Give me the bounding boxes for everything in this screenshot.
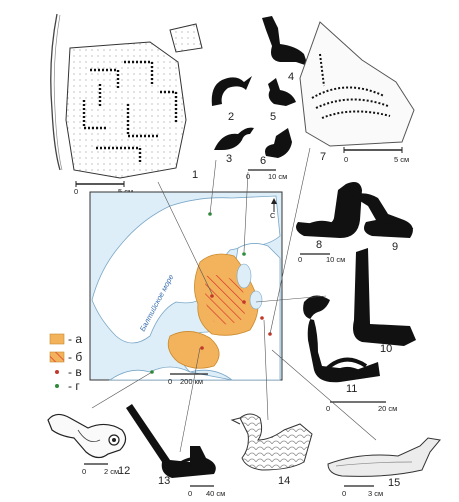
legend-a: - а [68,332,82,346]
vessel-profile [50,13,61,171]
scale-end-7: 5 см [394,155,409,164]
scale-end-15: 3 см [368,489,383,498]
label-5: 5 [270,111,276,123]
area-a-south [167,331,220,369]
legend-dot-v [55,370,59,374]
label-12: 12 [118,465,130,477]
map: Балтийское море С 0 200 км [89,191,283,386]
scale-end-11: 20 см [378,404,397,413]
artifact-5: 5 [268,78,296,123]
label-14: 14 [278,475,290,487]
artifact-11: 11 0 20 см [303,295,397,413]
label-1: 1 [192,169,198,181]
scale-end-6: 10 см [268,172,287,181]
legend-dot-g [55,384,59,388]
label-13: 13 [158,475,170,487]
scale-start-11: 0 [326,404,330,413]
scale-start-15: 0 [342,489,346,498]
label-10: 10 [380,343,392,355]
artifact-2: 2 [211,76,252,123]
label-2: 2 [228,111,234,123]
artifact-3: 3 [214,127,254,165]
scale-end-12: 2 см [104,467,119,476]
artifact-8: 0 10 см 8 [296,182,362,264]
legend-g: - г [68,379,80,393]
legend: - а - б - в - г [49,332,82,393]
scale-start-13: 0 [188,489,192,498]
label-11: 11 [346,383,357,395]
north-label: С [270,211,276,220]
legend-swatch-a [49,333,65,345]
artifact-9: 9 [352,193,414,253]
label-7: 7 [320,151,326,163]
scale-start-12: 0 [82,467,86,476]
legend-b: - б [68,350,82,364]
vessel-profile-inner [53,14,63,171]
leader-lines [91,147,377,453]
artifact-13: 0 40 см 13 [126,404,225,498]
artifact-12: 0 2 см 12 [47,413,130,477]
scale-end-8: 10 см [326,255,345,264]
scale-start-7: 0 [344,155,348,164]
label-8: 8 [316,239,322,251]
label-9: 9 [392,241,398,253]
area-b [205,275,246,325]
label-15: 15 [388,477,400,489]
sherd-small [169,23,203,53]
legend-v: - в [68,365,82,379]
label-6: 6 [260,155,266,167]
artifact-14: 14 [230,413,313,487]
artifact-1: 0 5 см 1 [50,13,203,196]
map-scale-end: 200 км [180,377,203,386]
label-3: 3 [226,153,232,165]
scale-start-8: 0 [298,255,302,264]
artifact-15: 0 3 см 15 [327,437,441,498]
scale-end-13: 40 см [206,489,225,498]
artifact-7: 0 5 см 7 [299,21,415,164]
artifact-4: 4 [262,16,308,83]
sherd-1 [65,41,187,179]
artifact-6: 6 0 10 см [246,128,292,181]
scale-start-6: 0 [246,172,250,181]
ornament-7 [311,53,391,119]
ornament-1 [82,60,178,164]
scale-start-1: 0 [74,187,78,196]
map-scale-start: 0 [168,377,172,386]
label-4: 4 [288,71,294,83]
artifact-10: 10 [353,248,416,355]
